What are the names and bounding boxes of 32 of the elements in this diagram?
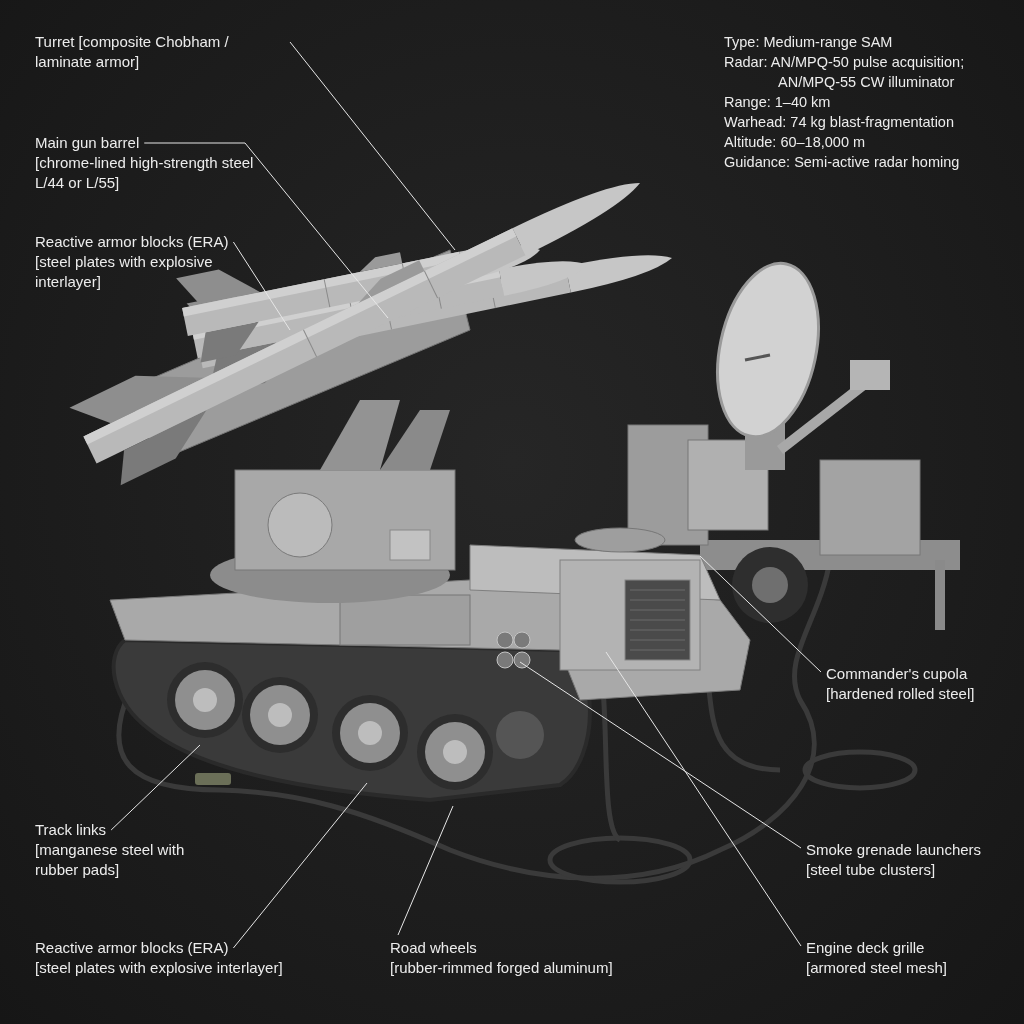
callout-label: Turret [composite Chobham / laminate armor] — [35, 32, 230, 72]
leader-line — [397, 805, 454, 936]
leader-line — [143, 142, 389, 319]
callout-label: Reactive armor blocks (ERA) — [35, 232, 229, 252]
leader-line — [289, 41, 456, 251]
leader-line — [110, 744, 201, 831]
spec-line: Guidance: Semi-active radar homing — [724, 153, 961, 172]
callout-label: Reactive armor blocks (ERA) — [35, 938, 229, 958]
callout-label: Road wheels — [390, 938, 477, 958]
callout-label: Main gun barrel — [35, 133, 140, 153]
material-note: [manganese steel with rubber pads] — [35, 840, 186, 880]
material-note: [steel plates with explosive interlayer] — [35, 252, 214, 292]
spec-line: Type: Medium-range SAM — [724, 33, 894, 52]
callout-label: Commander's cupola — [826, 664, 968, 684]
spec-line: Range: 1–40 km — [724, 93, 832, 112]
callout-label: Track links — [35, 820, 107, 840]
callout-label: Smoke grenade launchers — [806, 840, 982, 860]
spec-line: Warhead: 74 kg blast-fragmentation — [724, 113, 955, 132]
material-note: [hardened rolled steel] — [826, 684, 975, 704]
leader-line — [232, 241, 291, 331]
material-note: [armored steel mesh] — [806, 958, 947, 978]
spec-line: Radar: AN/MPQ-50 pulse acquisition; AN/MPQ-55 CW illuminator — [724, 53, 966, 92]
material-note: [steel tube clusters] — [806, 860, 936, 880]
callout-label: Engine deck grille — [806, 938, 925, 958]
leader-line — [605, 651, 802, 947]
leader-line — [519, 661, 802, 849]
material-note: [steel plates with explosive interlayer] — [35, 958, 283, 978]
material-note: [chrome-lined high-strength steel L/44 or L/55] — [35, 153, 255, 193]
material-note: [rubber-rimmed forged aluminum] — [390, 958, 613, 978]
leader-line — [699, 555, 822, 673]
spec-line: Altitude: 60–18,000 m — [724, 133, 867, 152]
leader-line — [232, 782, 368, 949]
